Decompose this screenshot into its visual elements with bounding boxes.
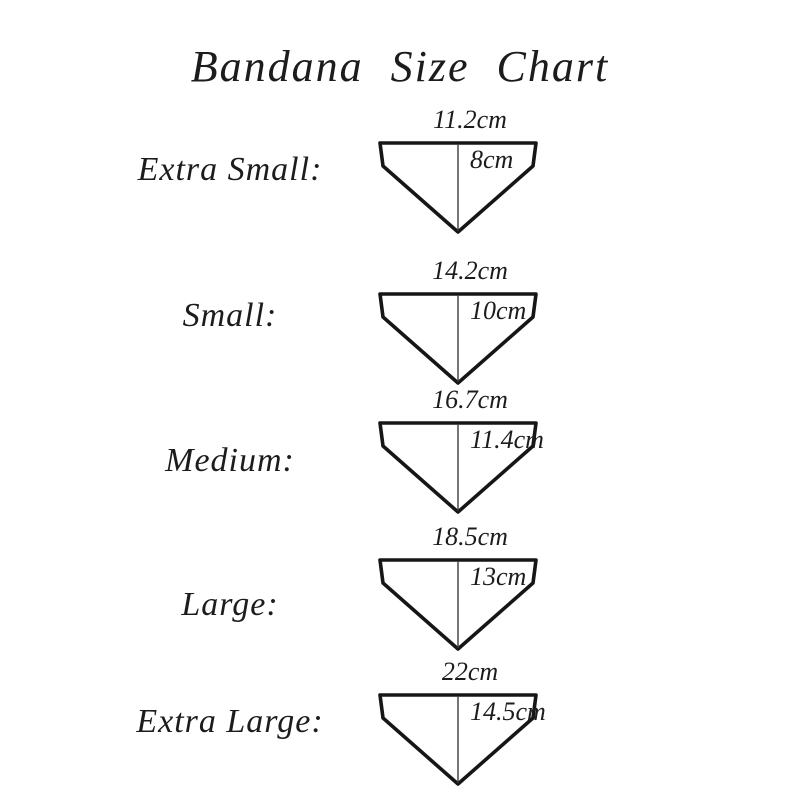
height-measurement: 10cm	[470, 296, 527, 325]
width-measurement: 11.2cm	[433, 105, 507, 134]
width-measurement: 16.7cm	[432, 385, 508, 414]
width-measurement: 14.2cm	[432, 256, 508, 285]
size-label: Extra Small:	[137, 151, 323, 188]
bandana-shape-icon	[378, 421, 538, 514]
width-measurement: 18.5cm	[432, 522, 508, 551]
width-measurement: 22cm	[441, 657, 499, 686]
bandana-shape-icon	[378, 292, 538, 385]
bandana-shape-icon	[378, 558, 538, 651]
page-title: Bandana Size Chart	[190, 42, 610, 92]
size-label: Medium:	[165, 442, 295, 479]
bandana-shape-icon	[378, 693, 538, 786]
height-measurement: 11.4cm	[470, 425, 544, 454]
size-label: Small:	[182, 297, 278, 334]
height-measurement: 13cm	[470, 562, 527, 591]
bandana-shape-icon	[378, 141, 538, 234]
size-label: Large:	[181, 586, 279, 623]
size-label: Extra Large:	[136, 703, 324, 740]
height-measurement: 14.5cm	[470, 697, 546, 726]
height-measurement: 8cm	[470, 145, 514, 174]
